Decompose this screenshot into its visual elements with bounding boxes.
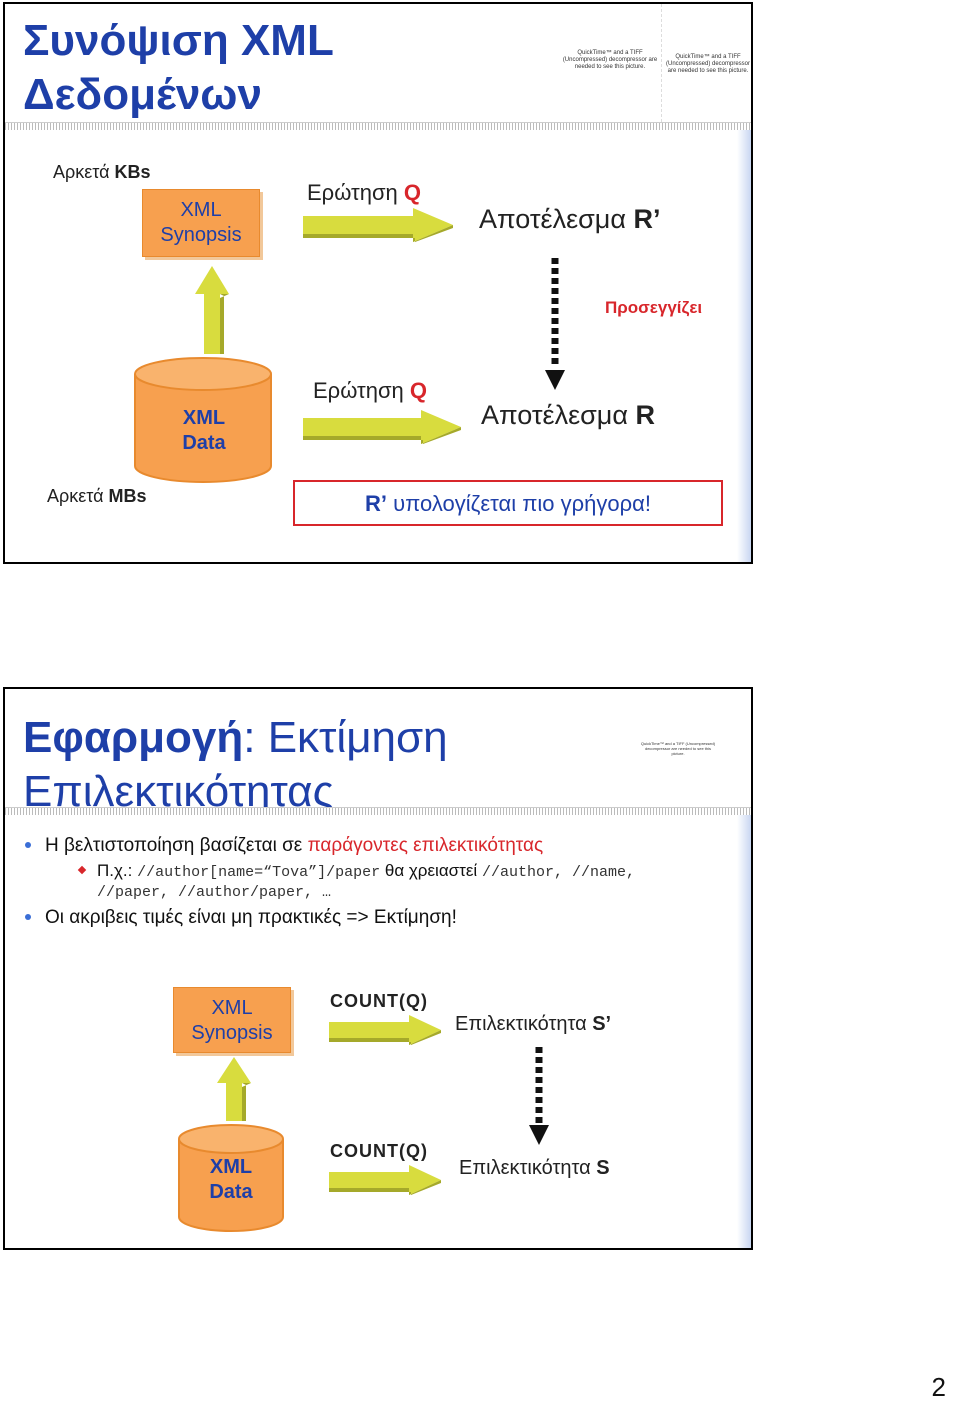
sel-var: S [596, 1157, 610, 1179]
synopsis-line2: Synopsis [160, 224, 242, 246]
data-line1: XML [182, 407, 226, 429]
quicktime-placeholder: QuickTime™ and a TIFF (Uncompressed) dec… [608, 689, 751, 807]
xml-synopsis-box: XML Synopsis [173, 987, 291, 1053]
query-label-bottom: Ερώτηση Q [313, 378, 427, 404]
dotted-arrow-down-icon [529, 1047, 549, 1145]
callout-var: R’ [365, 491, 388, 516]
arrow-right-icon [303, 410, 461, 444]
bullet-text: Η βελτιστοποίηση βασίζεται σε [45, 835, 308, 856]
title-rest: : Εκτίμηση [243, 713, 448, 762]
slide-title: Συνόψιση XML Δεδομένων [23, 14, 334, 122]
quicktime-placeholder-1: QuickTime™ and a TIFF (Uncompressed) dec… [558, 4, 661, 122]
selectivity-label-top: Επιλεκτικότητα S’ [455, 1013, 611, 1036]
count-label-top: COUNT(Q) [330, 991, 428, 1011]
count-label-bottom: COUNT(Q) [330, 1141, 428, 1161]
bullet-item-2: Οι ακριβεις τιμές είναι μη πρακτικές => … [25, 907, 457, 929]
result-label-bottom: Αποτέλεσμα R [481, 400, 655, 431]
sel-prefix: Επιλεκτικότητα [459, 1157, 597, 1179]
arrow-right-icon [303, 208, 453, 242]
xml-data-label: XML Data [133, 406, 275, 456]
sel-var: S’ [592, 1013, 612, 1035]
quicktime-placeholder-2: QuickTime™ and a TIFF (Uncompressed) dec… [661, 4, 751, 122]
page-number: 2 [931, 1372, 946, 1402]
size-unit: MBs [108, 486, 147, 506]
slide-title-line1: Εφαρμογή: Εκτίμηση [23, 711, 448, 765]
title-bold: Εφαρμογή [23, 713, 244, 762]
synopsis-line1: XML [211, 997, 253, 1019]
data-line1: XML [209, 1156, 253, 1178]
database-cylinder-icon [178, 1124, 284, 1232]
callout-box: R’ υπολογίζεται πιο γρήγορα! [293, 480, 723, 526]
data-line2: Data [209, 1181, 253, 1203]
slide-edge-gradient [737, 809, 751, 1248]
query-prefix: Ερώτηση [313, 378, 410, 403]
query-label-top: Ερώτηση Q [307, 180, 421, 206]
slide-synopsis: Συνόψιση XML Δεδομένων QuickTime™ and a … [3, 2, 753, 564]
dotted-arrow-down-icon [545, 258, 565, 390]
query-prefix: Ερώτηση [307, 180, 404, 205]
arrow-up-icon [195, 266, 229, 354]
xml-data-label: XML Data [177, 1155, 285, 1205]
synopsis-line1: XML [180, 199, 222, 221]
sel-prefix: Επιλεκτικότητα [455, 1013, 593, 1035]
callout-body: υπολογίζεται πιο γρήγορα! [387, 491, 651, 516]
approx-label: Προσεγγίζει [605, 298, 703, 317]
title-divider [5, 807, 751, 815]
slide-title: Εφαρμογή: Εκτίμηση Επιλεκτικότητας [23, 711, 448, 819]
slide-title-line2: Δεδομένων [23, 70, 262, 119]
bullet-highlight: παράγοντες επιλεκτικότητας [307, 835, 544, 856]
synopsis-line2: Synopsis [191, 1022, 273, 1044]
result-prefix: Αποτέλεσμα [479, 204, 634, 234]
callout-text: R’ υπολογίζεται πιο γρήγορα! [295, 491, 721, 517]
bullet-diamond-icon [77, 865, 87, 875]
result-var: R’ [633, 204, 661, 234]
xml-synopsis-box: XML Synopsis [142, 189, 260, 257]
result-prefix: Αποτέλεσμα [481, 400, 636, 430]
sub-middle: θα χρειαστεί [380, 861, 482, 880]
size-label-mbs: Αρκετά MBs [47, 486, 147, 507]
result-var: R [635, 400, 655, 430]
query-var: Q [409, 378, 428, 403]
sub-paths-2: //paper, //author/paper, … [97, 884, 332, 901]
size-prefix: Αρκετά [47, 486, 109, 506]
size-prefix: Αρκετά [53, 162, 115, 182]
sub-paths-1: //author, //name, [481, 864, 635, 881]
arrow-right-icon [329, 1015, 441, 1045]
bullet-text: Οι ακριβεις τιμές είναι μη πρακτικές => … [45, 907, 457, 928]
size-label-kbs: Αρκετά KBs [53, 162, 151, 183]
size-unit: KBs [114, 162, 151, 182]
bullet-dot-icon [25, 842, 31, 848]
bullet-dot-icon [25, 914, 31, 920]
arrow-up-icon [217, 1057, 251, 1121]
sub-prefix: Π.χ.: [97, 861, 138, 880]
quicktime-note: QuickTime™ and a TIFF (Uncompressed) dec… [562, 50, 658, 70]
quicktime-note: QuickTime™ and a TIFF (Uncompressed) dec… [640, 741, 716, 756]
selectivity-label-bottom: Επιλεκτικότητα S [459, 1157, 610, 1180]
bullet-item-1: Η βελτιστοποίηση βασίζεται σε παράγοντες… [25, 835, 544, 857]
result-label-top: Αποτέλεσμα R’ [479, 204, 660, 235]
sub-xpath: //author[name=“Tova”]/paper [137, 864, 381, 881]
arrow-right-icon [329, 1165, 441, 1195]
sub-bullet-continued: //paper, //author/paper, … [97, 883, 331, 901]
quicktime-note: QuickTime™ and a TIFF (Uncompressed) dec… [665, 54, 751, 74]
slide-edge-gradient [737, 124, 751, 562]
data-line2: Data [182, 432, 226, 454]
slide-title-line1: Συνόψιση XML [23, 16, 334, 65]
database-cylinder-icon [134, 357, 272, 483]
title-divider [5, 122, 751, 130]
slide-selectivity: Εφαρμογή: Εκτίμηση Επιλεκτικότητας Quick… [3, 687, 753, 1250]
query-var: Q [403, 180, 422, 205]
sub-bullet: Π.χ.: //author[name=“Tova”]/paper θα χρε… [77, 861, 635, 881]
